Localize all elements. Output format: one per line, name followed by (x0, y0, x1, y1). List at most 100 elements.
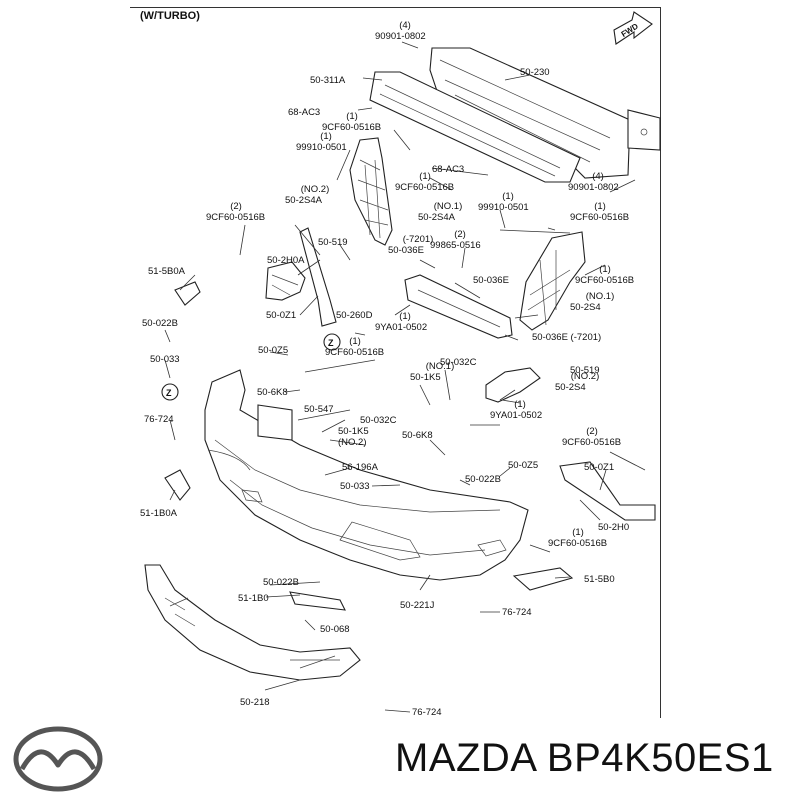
part-callout: 76-724 (144, 414, 174, 425)
part-callout: 50-022B (263, 577, 299, 588)
bumper-reinforcement-beam (429, 47, 661, 179)
svg-text:Z: Z (166, 388, 172, 398)
part-callout: (1)9CF60-0516B (322, 111, 381, 133)
part-callout: (1)9CF60-0516B (570, 201, 629, 223)
callout-text: 50-1K5 (410, 372, 441, 383)
callout-text: (NO.1) (434, 201, 463, 212)
right-mid-bracket (485, 367, 541, 403)
part-callout: (4)90901-0802 (568, 171, 619, 193)
part-callout: (1)9CF60-0516B (395, 171, 454, 193)
callout-text: 50-2S4 (570, 302, 601, 313)
callout-text: 50-2H0 (598, 522, 629, 533)
part-callout: (-7201)50-036E (388, 234, 433, 256)
lower-grille (144, 564, 361, 681)
callout-text: 50-6K8 (402, 430, 433, 441)
part-callout: 51-1B0 (238, 593, 269, 604)
center-upper-bracket (404, 274, 513, 339)
callout-text: (NO.2) (338, 437, 367, 448)
part-callout: 50-032C (440, 357, 477, 368)
callout-text: 90901-0802 (568, 182, 619, 193)
part-callout: (2)9CF60-0516B (562, 426, 621, 448)
callout-text: (4) (592, 171, 604, 182)
callout-text: 9CF60-0516B (322, 122, 381, 133)
callout-text: 56-196A (342, 462, 379, 473)
mazda-logo-icon (13, 726, 103, 792)
callout-text: 9YA01-0502 (375, 322, 427, 333)
callout-text: 50-036E (473, 275, 509, 286)
callout-text: 9CF60-0516B (548, 538, 607, 549)
part-callout: 56-196A (342, 462, 379, 473)
callout-text: (2) (586, 426, 598, 437)
callout-text: (1) (399, 311, 411, 322)
variant-label: (W/TURBO) (140, 10, 200, 22)
callout-text: 50-0Z5 (508, 460, 538, 471)
part-callout: 76-724 (502, 607, 532, 618)
callout-text: 50-218 (240, 697, 270, 708)
callout-text: (-7201) (403, 234, 434, 245)
callout-text: 9CF60-0516B (570, 212, 629, 223)
leader-lines (164, 41, 646, 713)
callout-text: 9CF60-0516B (575, 275, 634, 286)
part-callout: (NO.1)50-2S4 (570, 291, 614, 313)
callout-text: 50-2S4A (285, 195, 323, 206)
part-callout: 50-0Z1 (266, 310, 296, 321)
callout-text: (4) (399, 20, 411, 31)
callout-text: 50-2H0A (267, 255, 305, 266)
part-callout: 50-221J (400, 600, 435, 611)
part-callout: 50-260D (336, 310, 373, 321)
svg-text:Z: Z (328, 338, 334, 348)
callout-text: (1) (419, 171, 431, 182)
callout-text: 50-221J (400, 600, 435, 611)
part-callout: (NO.1)50-1K5 (410, 361, 454, 383)
right-lower-bracket (559, 461, 656, 521)
fwd-arrow-icon: FWD (613, 11, 653, 45)
part-callout: (NO.1)50-2S4A (418, 201, 462, 223)
part-callout: 51-5B0 (584, 574, 615, 585)
callout-text: 9CF60-0516B (395, 182, 454, 193)
part-callout: (1)9YA01-0502 (490, 399, 542, 421)
callout-text: 50-032C (440, 357, 477, 368)
left-upper-side-bracket (349, 137, 393, 246)
callout-text: (1) (346, 111, 358, 122)
part-callout: 50-0Z5 (508, 460, 538, 471)
part-callout: 50-2H0 (598, 522, 629, 533)
callout-text: 50-260D (336, 310, 373, 321)
callout-text: 68-AC3 (288, 107, 320, 118)
callout-text: (2) (230, 201, 242, 212)
callout-text: (1) (572, 527, 584, 538)
callout-text: 50-022B (465, 474, 501, 485)
callout-text: 50-2S4 (555, 382, 586, 393)
callout-text: 50-036E (-7201) (532, 332, 601, 343)
callout-text: (NO.2) (571, 371, 600, 382)
callout-text: 76-724 (502, 607, 532, 618)
part-callout: (2)9CF60-0516B (206, 201, 265, 223)
callout-text: (1) (502, 191, 514, 202)
part-callout: 50-230 (520, 67, 550, 78)
part-callout: (NO.2)50-2S4A (285, 184, 329, 206)
callout-text: 50-0Z5 (258, 345, 288, 356)
callout-text: (1) (514, 399, 526, 410)
callout-text: 51-1B0A (140, 508, 178, 519)
callout-text: 50-311A (310, 75, 346, 86)
part-callout: 50-032C (360, 415, 397, 426)
callout-text: 76-724 (412, 707, 442, 718)
left-side-marker-upper (174, 281, 201, 306)
part-callout: 50-6K8 (257, 387, 288, 398)
callout-text: 9CF60-0516B (206, 212, 265, 223)
part-callout: 50-6K8 (402, 430, 433, 441)
part-callout: 68-AC3 (432, 164, 464, 175)
callout-text: (NO.2) (301, 184, 330, 195)
callout-text: 99910-0501 (296, 142, 347, 153)
part-callout: (1)9YA01-0502 (375, 311, 427, 333)
diagram-frame (130, 7, 661, 718)
callout-text: 9CF60-0516B (562, 437, 621, 448)
callout-text: (2) (454, 229, 466, 240)
callout-text: 68-AC3 (432, 164, 464, 175)
part-callout: 50-311A (310, 75, 346, 86)
part-callout: 50-0Z1 (584, 462, 614, 473)
callout-text: (1) (594, 201, 606, 212)
callout-text: 50-0Z1 (266, 310, 296, 321)
lower-left-reflector (289, 591, 346, 611)
part-callout: (1)9CF60-0516B (325, 336, 384, 358)
